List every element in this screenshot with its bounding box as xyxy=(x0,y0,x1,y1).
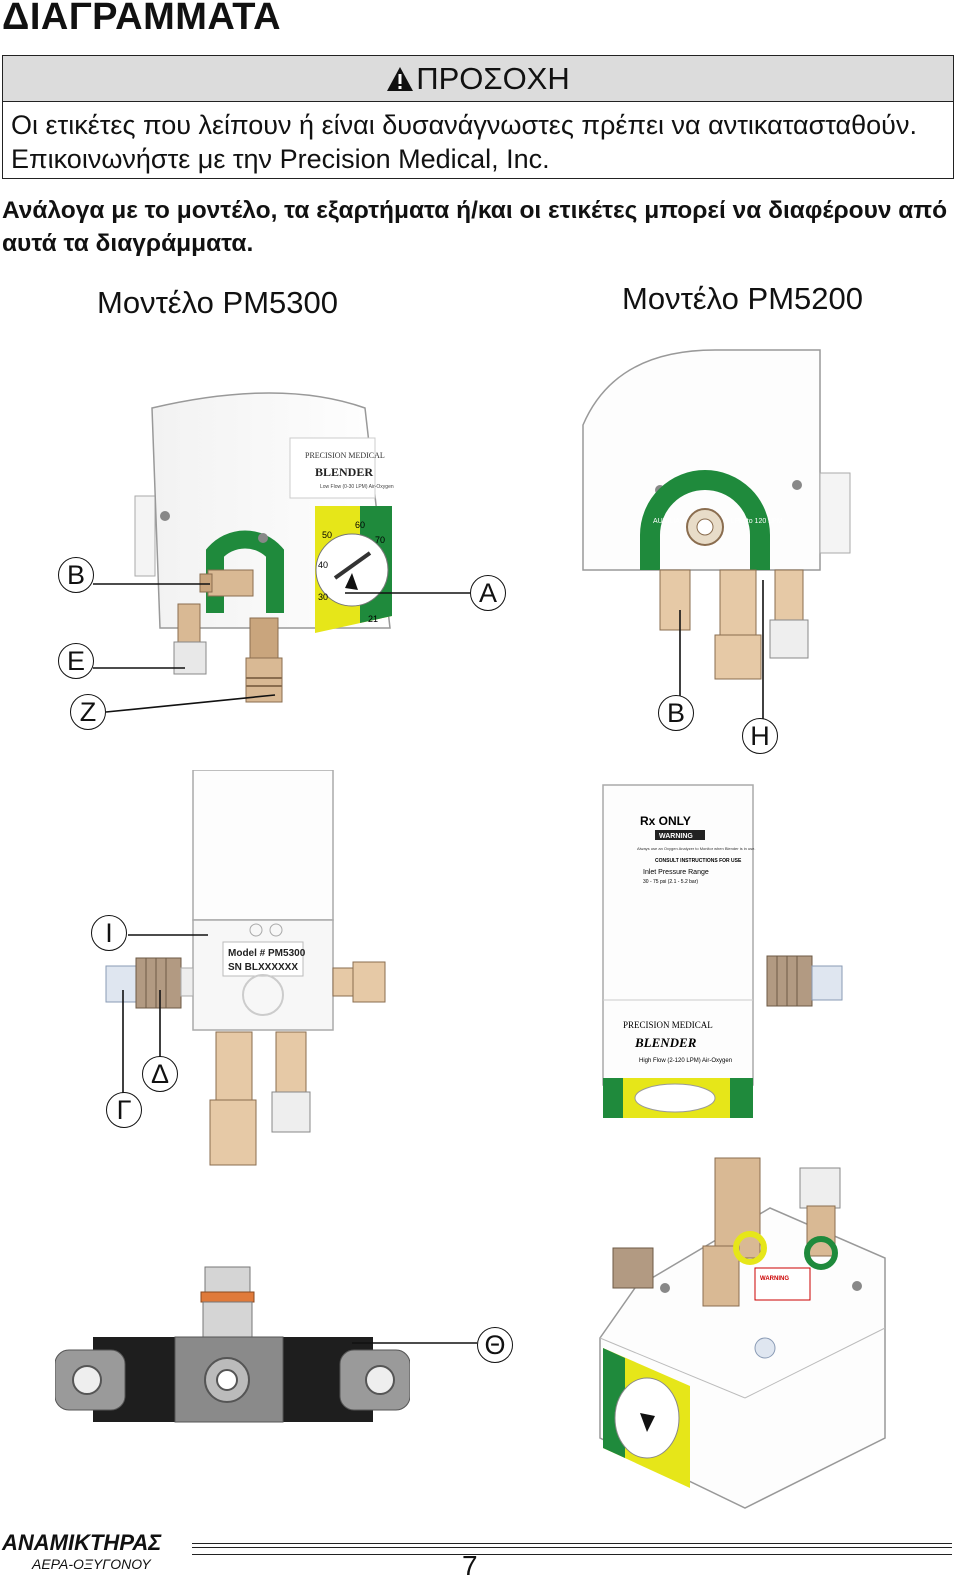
pm5300-model-text: Model # PM5300 xyxy=(228,948,306,959)
footer-title: ΑΝΑΜΙΚΤΗΡΑΣ xyxy=(2,1530,162,1555)
pm5300-top-figure: Model # PM5300 SN BLXXXXXX xyxy=(105,770,386,1166)
manifold-figure xyxy=(55,1266,410,1423)
iso-warning-text: WARNING xyxy=(760,1276,789,1282)
pm5300-product-text: BLENDER xyxy=(315,465,373,479)
footer-subtitle: ΑΕΡΑ-ΟΞΥΓΟΝΟΥ xyxy=(32,1556,151,1572)
callout-b-left: B xyxy=(58,557,94,593)
dial-tick-60: 60 xyxy=(355,520,365,530)
pm5300-serial-text: SN BLXXXXXX xyxy=(228,962,298,973)
callout-b-right: B xyxy=(658,695,694,731)
caution-text: Οι ετικέτες που λείπουν ή είναι δυσανάγν… xyxy=(11,110,917,174)
back-warning-text: Always use an Oxygen Analyzer to Monitor… xyxy=(637,846,756,851)
pm5300-front-figure: PRECISION MEDICAL BLENDER Low Flow (0-30… xyxy=(134,392,394,703)
callout-delta: Δ xyxy=(142,1056,178,1092)
callout-e: E xyxy=(58,643,94,679)
consult-text: CONSULT INSTRUCTIONS FOR USE xyxy=(655,858,742,864)
model-label-pm5200: Μοντέλο PM5200 xyxy=(622,281,863,316)
rx-only-text: Rx ONLY xyxy=(640,814,691,828)
callout-z: Z xyxy=(70,694,106,730)
callout-i: I xyxy=(91,915,127,951)
dial-tick-40: 40 xyxy=(318,560,328,570)
callout-a: A xyxy=(470,575,506,611)
dial-tick-30: 30 xyxy=(318,592,328,602)
pressure-value: 30 - 75 psi (2.1 - 5.2 bar) xyxy=(643,879,698,885)
pm5300-brand-text: PRECISION MEDICAL xyxy=(305,451,385,460)
callout-gamma: Γ xyxy=(106,1092,142,1128)
footer-rule xyxy=(192,1543,952,1555)
back-warning-title: WARNING xyxy=(659,833,693,840)
back-product-text: BLENDER xyxy=(634,1035,697,1050)
page-title: ΔΙΑΓΡΑΜΜΑΤΑ xyxy=(2,0,282,38)
callout-h: H xyxy=(742,718,778,754)
callout-theta: Θ xyxy=(477,1327,513,1363)
dial-tick-21: 21 xyxy=(368,614,378,624)
page-number: 7 xyxy=(462,1550,478,1581)
pm5300-subtitle-text: Low Flow (0-30 LPM) Air-Oxygen xyxy=(320,484,394,490)
model-label-pm5300: Μοντέλο PM5300 xyxy=(97,285,338,320)
models-note: Ανάλογα με το μοντέλο, τα εξαρτήματα ή/κ… xyxy=(2,197,948,257)
warning-triangle-icon xyxy=(387,66,414,91)
pm5200-front-figure: AUXILIARY OUTLET 15 LPM to 120 LPM xyxy=(582,349,851,680)
pm5200-back-figure: Rx ONLY WARNING Always use an Oxygen Ana… xyxy=(602,784,843,1118)
caution-header: ΠΡΟΣΟΧΗ xyxy=(3,56,953,102)
dial-tick-50: 50 xyxy=(322,530,332,540)
caution-box: ΠΡΟΣΟΧΗ Οι ετικέτες που λείπουν ή είναι … xyxy=(2,55,954,179)
pressure-title: Inlet Pressure Range xyxy=(643,869,709,876)
dial-tick-70: 70 xyxy=(375,535,385,545)
caution-title: ΠΡΟΣΟΧΗ xyxy=(416,60,570,96)
back-subtitle-text: High Flow (2-120 LPM) Air-Oxygen xyxy=(639,1058,732,1064)
pm5200-iso-figure: WARNING xyxy=(599,1157,886,1509)
back-brand-text: PRECISION MEDICAL xyxy=(623,1020,713,1030)
